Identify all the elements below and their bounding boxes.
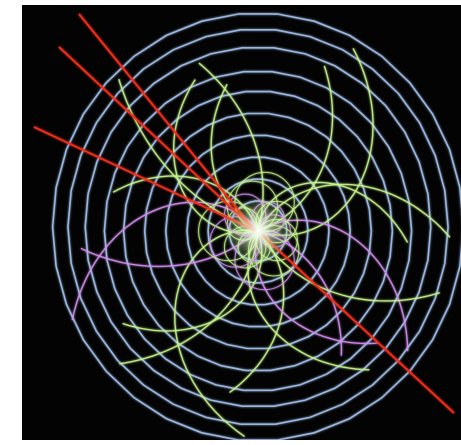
detector-ring (207, 178, 309, 284)
event-display (22, 5, 461, 440)
jet-track (261, 234, 455, 414)
detector-ring (103, 70, 413, 392)
detector-ring (84, 47, 432, 407)
jet-track (78, 13, 253, 228)
detector-ring (51, 13, 461, 440)
jet-track (58, 46, 255, 230)
detector-ring (122, 90, 394, 372)
particle-track (71, 201, 259, 321)
collision-core (224, 197, 292, 265)
red-jet-tracks (33, 13, 455, 414)
detector-ring (186, 156, 330, 306)
detector-rings (51, 13, 461, 440)
event-display-svg (33, 13, 461, 440)
detector-ring (164, 134, 351, 328)
particle-track (174, 229, 259, 438)
jet-track (33, 126, 257, 232)
detector-ring (67, 29, 449, 425)
particle-track (257, 47, 374, 237)
